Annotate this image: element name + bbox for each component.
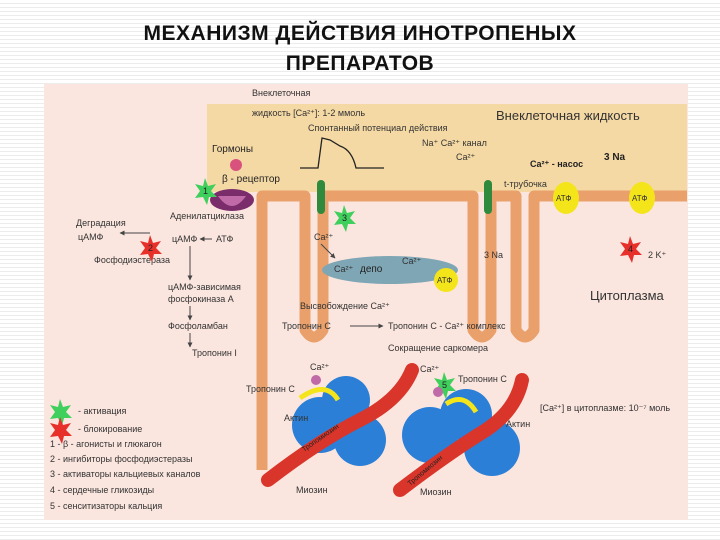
- degradation-line-2: цАМФ: [78, 232, 104, 242]
- ca-right-ion-icon: [433, 387, 443, 397]
- legend-block-icon: [50, 417, 72, 444]
- arrow-ca-channel-sr: [320, 243, 336, 259]
- calcium-channel-1-icon: [317, 180, 325, 214]
- kinase-line-2: фосфокиназа А: [168, 294, 234, 304]
- troponin-i-label: Тропонин I: [192, 348, 237, 358]
- na-pump-label: 3 Na: [604, 152, 626, 163]
- na-ca-channel-label: Na⁺ Ca²⁺ канал: [422, 138, 487, 148]
- action-potential-label: Спонтанный потенциал действия: [308, 123, 448, 133]
- t-tubule-label: t-трубочка: [504, 179, 547, 189]
- atp-pump-2-label: АТФ: [632, 194, 647, 203]
- calcium-channel-2-icon: [484, 180, 492, 214]
- badge-1-label: 1: [203, 186, 208, 196]
- tropomyosin-right: [444, 397, 479, 414]
- ca-left-label: Ca²⁺: [310, 362, 330, 372]
- badge-3-activation-icon: [334, 205, 356, 232]
- cytoplasm-label: Цитоплазма: [590, 288, 665, 303]
- badge-4-block-icon: [620, 236, 642, 263]
- sr-atp-label: АТФ: [437, 276, 452, 285]
- ca-release-label: Высвобождение Ca²⁺: [300, 301, 390, 311]
- beta-receptor-label: β - рецептор: [222, 174, 280, 185]
- action-potential-curve: [300, 137, 384, 169]
- ca-concentration-line-2: жидкость [Ca²⁺]: 1-2 ммоль: [252, 108, 365, 118]
- legend-item-4: 4 - сердечные гликозиды: [50, 485, 154, 495]
- actin-left-label: Актин: [284, 413, 308, 423]
- ca-right-label: Ca²⁺: [420, 364, 440, 374]
- kinase-line-1: цАМФ-зависимая: [168, 282, 241, 292]
- ca-inflow-label: Ca²⁺: [314, 232, 334, 242]
- sr-ca-2-label: Ca²⁺: [402, 256, 422, 266]
- tropomyosin-left: [298, 387, 341, 402]
- degradation-line-1: Деградация: [76, 218, 126, 228]
- legend-item-5: 5 - сенситизаторы кальция: [50, 501, 162, 511]
- cytoplasm-ca-concentration: [Ca²⁺] в цитоплазме: 10⁻⁷ моль: [540, 403, 670, 413]
- extracellular-region: [207, 104, 687, 192]
- actin-filament-right: [393, 373, 529, 497]
- atp-pump-2-icon: [629, 182, 655, 214]
- page-title-line-2: ПРЕПАРАТОВ: [285, 52, 435, 75]
- legend-item-2: 2 - ингибиторы фосфодиэстеразы: [50, 454, 193, 464]
- ca-concentration-line-1: Внеклеточная: [252, 88, 310, 98]
- ca-channel-top-label: Ca²⁺: [456, 152, 476, 162]
- sarcoplasmic-reticulum: [322, 256, 458, 284]
- troponin-right-label: Тропонин С: [458, 374, 507, 384]
- hormone-circle: [230, 159, 242, 171]
- troponin-left-label: Тропонин С: [246, 384, 295, 394]
- beta-receptor-cup-icon: [218, 196, 246, 206]
- sr-atp-icon: [434, 268, 458, 292]
- badge-5-activation-icon: [434, 372, 456, 399]
- myosin-left-label: Миозин: [296, 485, 328, 495]
- cell-membrane: [256, 190, 687, 470]
- legend-activation-icon: [50, 399, 72, 426]
- actin-right-label: Актин: [506, 419, 530, 429]
- extracellular-label: Внеклеточная жидкость: [496, 108, 640, 123]
- badge-1-activation-icon: [195, 178, 217, 205]
- k-2-label: 2 K⁺: [648, 250, 667, 260]
- legend-item-3: 3 - активаторы кальциевых каналов: [50, 469, 201, 479]
- sr-ca-1-label: Ca²⁺: [334, 264, 354, 274]
- badge-2-block-icon: [140, 235, 162, 262]
- badge-3-label: 3: [342, 213, 347, 223]
- troponin-c-label: Тропонин С: [282, 321, 331, 331]
- page-title-line-1: МЕХАНИЗМ ДЕЙСТВИЯ ИНОТРОПЕНЫХ: [143, 22, 577, 45]
- adenylate-cyclase-label: Аденилатциклаза: [170, 211, 244, 221]
- myosin-head-left-2: [322, 376, 370, 424]
- hormones-label: Гормоны: [212, 144, 253, 155]
- sarcomere-contraction-label: Сокращение саркомера: [388, 343, 488, 353]
- phosphodiesterase-label: Фосфодиэстераза: [94, 255, 170, 265]
- badge-5-label: 5: [442, 380, 447, 390]
- badge-2-label: 2: [148, 243, 153, 253]
- atp-pump-1-icon: [553, 182, 579, 214]
- camp-label: цАМФ: [172, 234, 198, 244]
- ca-pump-label: Ca²⁺ - насос: [530, 159, 583, 169]
- phospholamban-label: Фосфоламбан: [168, 321, 228, 331]
- atp-pump-1-label: АТФ: [556, 194, 571, 203]
- sr-depot-label: депо: [360, 264, 383, 275]
- ca-left-ion-icon: [311, 375, 321, 385]
- myosin-right-label: Миозин: [420, 487, 452, 497]
- legend-item-activation: - активация: [78, 406, 127, 416]
- badge-4-label: 4: [628, 244, 633, 254]
- na-3-label: 3 Na: [484, 250, 503, 260]
- legend-item-1: 1 - β - агонисты и глюкагон: [50, 439, 162, 449]
- legend-item-block: - блокирование: [78, 424, 142, 434]
- atp-label: АТФ: [216, 234, 233, 244]
- actin-filament-left: [261, 363, 419, 487]
- troponin-c-ca-complex-label: Тропонин С - Ca²⁺ комплекс: [388, 321, 506, 331]
